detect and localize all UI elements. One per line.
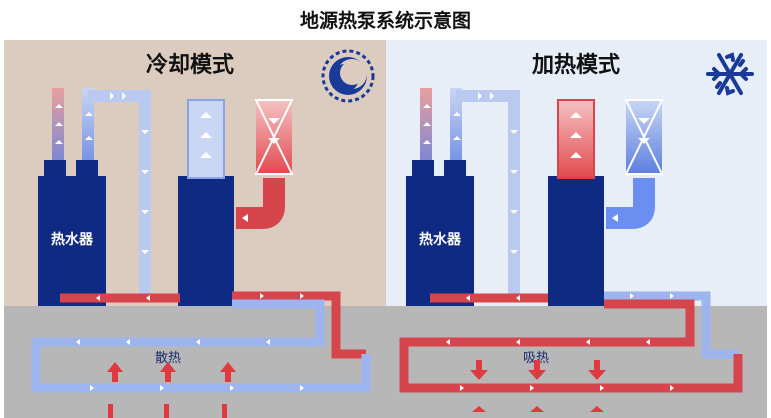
cooling-heat-arrows (107, 362, 236, 418)
heating-absorb-arrows (470, 360, 606, 412)
heating-flow-chevrons (423, 92, 674, 391)
heating-ground-label: 吸热 (523, 351, 549, 366)
sun-icon (321, 49, 375, 103)
cooling-mode-title: 冷却模式 (146, 52, 234, 78)
ground-area (4, 306, 767, 418)
cooling-heat-pump-unit (178, 176, 234, 306)
cooling-ground-label: 散热 (155, 351, 181, 366)
heating-heater-pipe-right (450, 88, 462, 183)
diagram-title: 地源热泵系统示意图 (299, 10, 471, 32)
cooling-exchanger-column (187, 99, 225, 179)
cooling-surface-pipe-red-2 (232, 291, 366, 359)
heating-heater-unit (406, 176, 474, 306)
cooling-heater-unit (38, 176, 106, 306)
cooling-valve-symbol (254, 99, 294, 175)
cooling-heater-pipe-left (52, 88, 64, 183)
cooling-elbow-pipe (236, 178, 285, 229)
heating-valve-symbol (624, 99, 664, 175)
heating-heater-pipe-left (420, 88, 432, 183)
heating-surface-pipe-red-2 (399, 299, 743, 393)
heating-mode-title: 加热模式 (531, 52, 620, 78)
heating-surface-pipe-blue (604, 291, 738, 359)
heating-heater-label: 热水器 (419, 231, 462, 248)
heating-elbow-pipe (606, 178, 655, 229)
heating-loop-pipe (456, 90, 520, 300)
cooling-heater-pipe-right (82, 88, 94, 183)
snowflake-icon (706, 52, 754, 96)
cooling-heater-label: 热水器 (51, 231, 94, 248)
cooling-flow-chevrons (55, 92, 304, 391)
heating-exchanger-column (557, 99, 595, 179)
heating-heat-pump-unit (548, 176, 604, 306)
cooling-surface-pipe-blue (31, 299, 371, 393)
cooling-loop-pipe (88, 90, 151, 300)
